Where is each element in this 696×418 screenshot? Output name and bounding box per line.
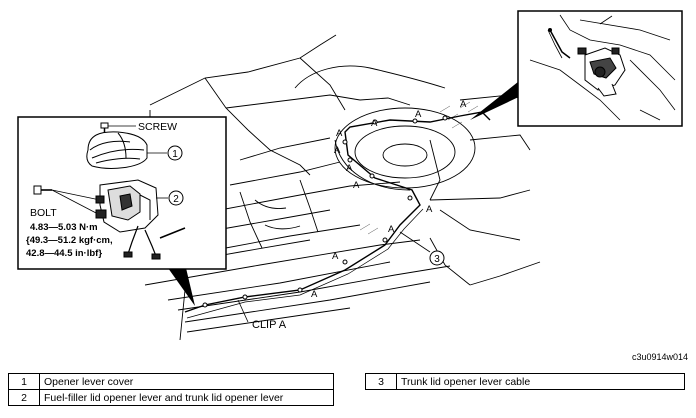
clip-mark: A [353,180,360,191]
legend-row: 2 Fuel-filler lid opener lever and trunk… [8,389,334,406]
clip-mark: A [460,99,467,110]
latch-cable-end [549,29,571,59]
callout-3-leader [399,231,431,253]
torque-spec-inlbf: 42.8—44.5 in·lbf} [26,248,102,259]
clip-point [242,294,248,300]
floor-hatching [195,101,487,259]
clip-mark: A [426,204,433,215]
clip-point [442,115,448,121]
torque-spec-kgf: {49.3—51.2 kgf·cm, [26,235,113,246]
clip-point [412,118,418,124]
clip-mark: A [371,118,378,129]
bolt-leader [51,189,99,215]
callout-1-circle [167,145,183,161]
legend-number: 3 [365,373,397,390]
legend-text: Opener lever cover [39,373,334,390]
screw-label: SCREW [138,121,177,133]
lever-inset-pointer [168,268,195,306]
figure-code: c3u0914w014 [631,352,688,362]
bolt-icon [33,185,52,195]
callout-2-number: 2 [173,194,179,205]
callout-1-number: 1 [172,149,178,160]
callout-2-circle [168,190,184,206]
service-diagram: A A A A A A A A A A A CLIP A 3 [17,10,683,341]
clip-point [369,173,375,179]
cable-return-strand [186,208,424,319]
clip-point [347,157,353,163]
callout-3-number: 3 [434,254,440,265]
clip-mark: A [415,109,422,120]
legend-table-left: 1 Opener lever cover 2 Fuel-filler lid o… [8,373,334,406]
clip-a-label: CLIP A [252,319,287,331]
clip-mark: A [346,163,353,174]
clip-mark: A [388,224,395,235]
clip-point [202,302,208,308]
clip-mark: A [334,145,341,156]
clip-point [372,119,378,125]
clip-point [342,259,348,265]
latch-inset-pointer [470,74,528,120]
legend-number: 1 [8,373,40,390]
legend-table-right: 3 Trunk lid opener lever cable [365,373,685,390]
clip-point [382,237,388,243]
bolt-label: BOLT [30,207,57,219]
clip-mark: A [332,251,339,262]
lever-inset: SCREW 1 [17,116,227,270]
legend-number: 2 [8,389,40,406]
legend-row: 1 Opener lever cover [8,373,334,390]
legend-row: 3 Trunk lid opener lever cable [365,373,685,390]
opener-lever-cover [86,131,148,169]
clip-a-leader [237,299,249,323]
callout-3-circle [429,250,445,266]
clip-point [297,287,303,293]
legend-text: Trunk lid opener lever cable [396,373,685,390]
opener-lever-bracket [95,179,186,260]
latch-assembly [577,47,626,97]
clip-mark: A [336,128,343,139]
torque-spec-nm: 4.83—5.03 N·m [30,222,98,233]
trunk-lid-opener-cable [184,111,491,313]
clip-point [342,139,348,145]
clip-mark: A [311,289,318,300]
clip-points [202,115,448,308]
bolt-leader [51,189,101,201]
legend-text: Fuel-filler lid opener lever and trunk l… [39,389,334,406]
latch-inset [517,10,683,127]
clip-point [407,195,413,201]
